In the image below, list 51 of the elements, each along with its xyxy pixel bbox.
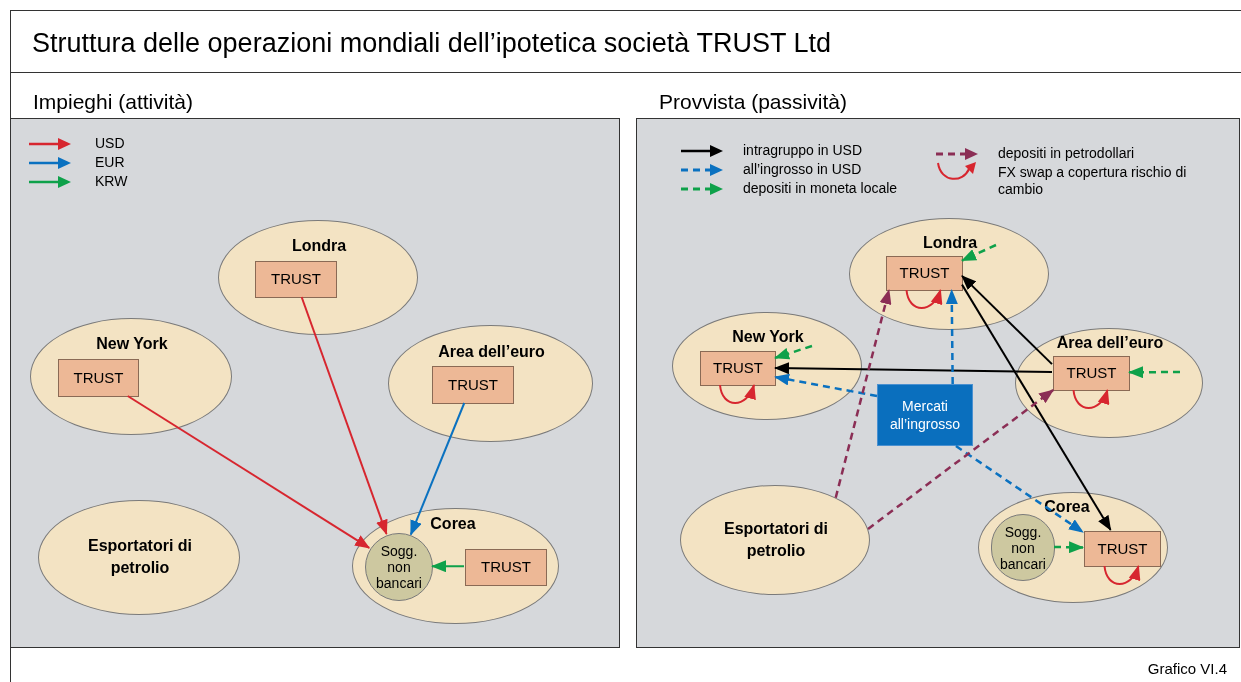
region-label: Esportatori di petrolio [87, 536, 193, 578]
company-box: TRUST [886, 256, 963, 291]
company-box: TRUST [1084, 531, 1161, 567]
market-box: Mercati all’ingrosso [877, 384, 973, 446]
arrow [1128, 366, 1180, 379]
arrow [834, 289, 892, 498]
swap-arrow [905, 289, 942, 309]
arrow [774, 344, 813, 360]
arrow [955, 444, 1084, 534]
legend-text: all’ingrosso in USD [743, 161, 863, 178]
company-box: TRUST [700, 351, 776, 386]
arrow [774, 373, 878, 398]
region-label: Area dell’euro [437, 342, 546, 362]
figure-number: Grafico VI.4 [1147, 659, 1227, 679]
arrow [961, 274, 1053, 366]
region-label: Corea [429, 514, 477, 534]
region-label: New York [731, 327, 805, 347]
arrow [126, 395, 371, 549]
company-box: TRUST [432, 366, 514, 404]
region-label: Londra [290, 236, 348, 256]
swap-arrow [1072, 389, 1109, 409]
region-label: New York [95, 334, 169, 354]
company-box: TRUST [1053, 356, 1130, 391]
panel-heading: Provvista (passività) [659, 89, 847, 115]
arrow [867, 389, 1054, 530]
arrow [961, 283, 1112, 531]
legend-text: depositi in moneta locale [743, 180, 899, 197]
legend-text: EUR [95, 154, 126, 171]
arrow [409, 402, 466, 536]
legend-text: intragruppo in USD [743, 142, 864, 159]
company-box: TRUST [58, 359, 139, 397]
region-label: Esportatori di petrolio [723, 519, 829, 561]
arrow [774, 362, 1053, 375]
company-box: TRUST [255, 261, 337, 298]
legend-text: KRW [95, 173, 129, 190]
panel-heading: Impieghi (attività) [33, 89, 193, 115]
swap-arrow [1103, 565, 1140, 585]
arrow [300, 296, 388, 535]
arrow [431, 560, 465, 573]
swap-arrow [719, 384, 755, 404]
legend-text: depositi in petrodollari [998, 145, 1136, 162]
region-label: Corea [1043, 497, 1091, 517]
legend-text: USD [95, 135, 126, 152]
arrow [1053, 541, 1084, 554]
diagram-title: Struttura delle operazioni mondiali dell’ipotetica società TRUST Ltd [32, 27, 831, 60]
region-label: Londra [921, 233, 979, 253]
legend-text: FX swap a copertura rischio di cambio [998, 164, 1188, 198]
region-label: Area dell’euro [1055, 333, 1165, 353]
arrow [945, 289, 958, 384]
arrow [961, 243, 997, 262]
company-box: TRUST [465, 549, 547, 586]
